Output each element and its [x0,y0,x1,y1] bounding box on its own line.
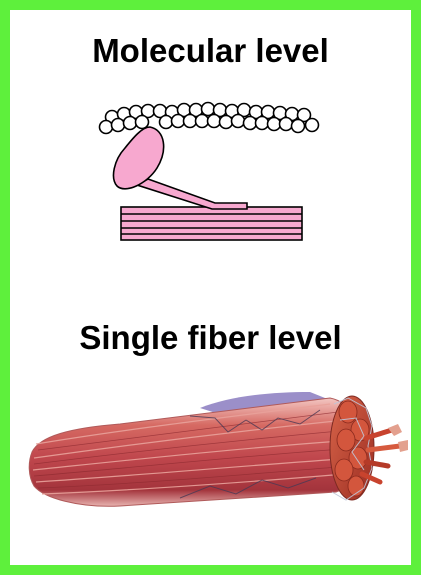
myosin-filament [121,207,302,240]
muscle-fiber-bundle [29,392,408,506]
actin-filament [100,103,319,134]
single-fiber-level-heading: Single fiber level [0,321,421,354]
myosin-neck [137,179,247,209]
myosin-head [114,127,164,189]
